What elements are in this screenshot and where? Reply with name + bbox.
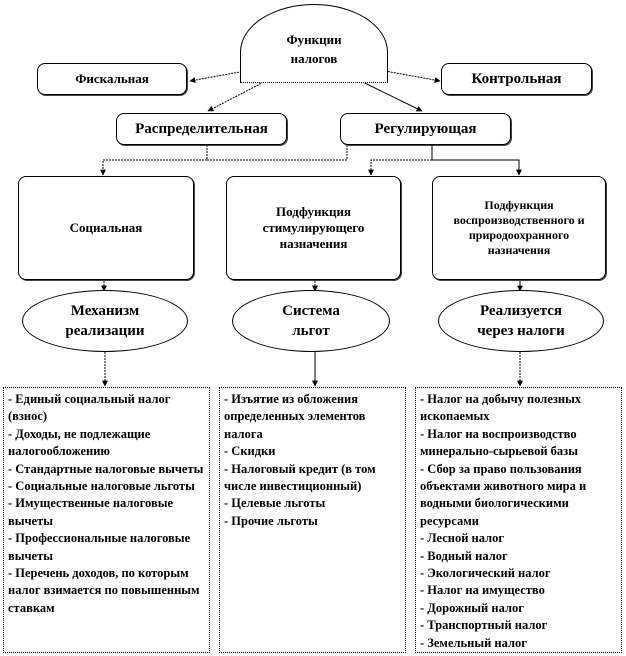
arrow-to-distributive xyxy=(207,70,286,112)
list-item: - Скидки xyxy=(224,444,276,459)
node-stimulating: Подфункция стимулирующего назначения xyxy=(226,176,401,280)
list-item: - Налог на добычу полезных ископаемых xyxy=(420,392,582,424)
mechanism-line1: Механизм xyxy=(70,303,140,319)
distributive-connector-2 xyxy=(207,145,348,161)
node-fiscal: Фискальная xyxy=(37,63,187,95)
ellipse-mechanism: Механизм реализации xyxy=(22,290,188,352)
arrow-to-control xyxy=(384,70,441,83)
list-item: - Социальные налоговые льготы xyxy=(8,479,195,494)
regulating-connector xyxy=(368,159,432,176)
list-item: - Изъятие из обложения определенных элем… xyxy=(224,392,366,441)
via-taxes-line1: Реализуется xyxy=(479,303,563,319)
list-benefits: - Изъятие из обложения определенных элем… xyxy=(219,387,406,653)
list-item: - Дорожный налог xyxy=(420,600,524,615)
list-item: - Целевые льготы xyxy=(224,496,326,511)
node-control: Контрольная xyxy=(441,63,592,95)
list-taxes: - Налог на добычу полезных ископаемых - … xyxy=(415,387,622,653)
node-distributive: Распределительная xyxy=(116,113,287,145)
node-reproductive: Подфункция воспроизводственного и природ… xyxy=(432,176,606,280)
list-item: - Налоговый кредит (в том числе инвестиц… xyxy=(224,461,376,494)
list-item: - Прочие льготы xyxy=(224,513,318,528)
root-node-tax-functions: Функции налогов xyxy=(240,4,388,83)
list-social-instruments: - Единый социальный налог (взнос) - Дохо… xyxy=(3,387,210,653)
list-item: - Доходы, не подлежащие налогообложению xyxy=(8,426,151,459)
list-item: - Стандартные налоговые вычеты xyxy=(8,461,204,476)
list-item: - Транспортный налог xyxy=(420,618,548,633)
list-item: - Лесной налог xyxy=(420,531,505,546)
node-regulating: Регулирующая xyxy=(340,113,511,145)
list-item: - Имущественные налоговые вычеты xyxy=(8,496,174,528)
mechanism-line2: реализации xyxy=(65,323,145,339)
via-taxes-line2: через налоги xyxy=(477,323,565,339)
ellipse-benefits-system: Система льгот xyxy=(232,290,390,352)
list-item: - Сбор за право пользования объектами жи… xyxy=(420,461,587,528)
root-title-line1: Функции xyxy=(286,31,342,47)
regulating-connector-2 xyxy=(432,159,522,176)
ellipse-via-taxes: Реализуется через налоги xyxy=(438,290,604,352)
list-item: - Налог на воспроизводство минерально-сы… xyxy=(420,426,578,459)
list-item: - Земельный налог xyxy=(420,635,527,650)
list-item: - Экологический налог xyxy=(420,566,551,581)
list-item: - Водный налог xyxy=(420,548,508,563)
arrow-to-fiscal xyxy=(189,70,246,83)
benefits-line2: льгот xyxy=(292,323,330,339)
node-social: Социальная xyxy=(18,176,194,280)
distributive-connector xyxy=(100,145,208,176)
root-title-line2: налогов xyxy=(290,50,338,66)
list-item: - Профессиональные налоговые вычеты xyxy=(8,531,191,563)
list-item: - Единый социальный налог (взнос) xyxy=(8,392,171,424)
list-item: - Перечень доходов, по которым налог взи… xyxy=(8,566,200,615)
benefits-line1: Система xyxy=(282,303,340,319)
list-item: - Налог на имущество xyxy=(420,583,545,598)
